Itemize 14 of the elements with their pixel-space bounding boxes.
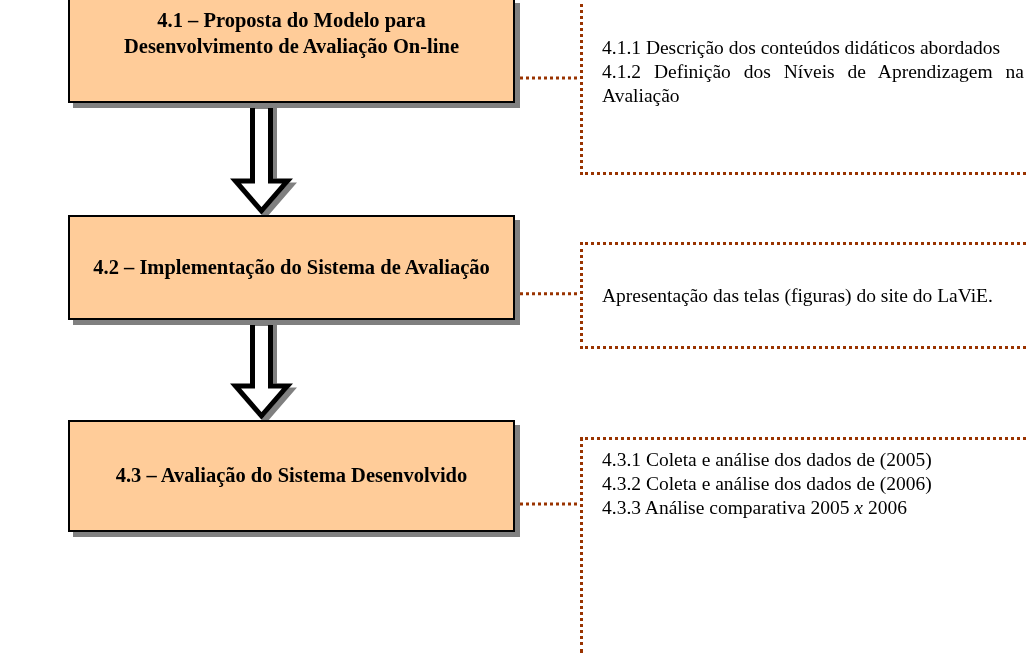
note-text: 4.3.1 Coleta e análise dos dados de (2005) — [602, 448, 933, 472]
dotted-connector — [520, 292, 580, 296]
note-bracket — [580, 242, 1026, 349]
note-text: 4.1.1 Descrição dos conteúdos didáticos abordados — [602, 36, 1002, 60]
note-text: 4.1.2 Definição dos Níveis de Aprendizagem na Avaliação — [602, 60, 1025, 108]
note-text: Apresentação das telas (figuras) do site do LaViE. — [602, 283, 994, 308]
note-bracket — [580, 437, 1026, 653]
dotted-connector — [520, 76, 580, 80]
step-title: 4.3 – Avaliação do Sistema Desenvolvido — [115, 463, 468, 489]
note-text: 4.3.3 Análise comparativa 2005 x 2006 — [602, 495, 908, 520]
step-title: 4.1 – Proposta do Modelo para Desenvolvimento de Avaliação On-line — [123, 8, 460, 60]
dotted-connector — [520, 502, 580, 506]
note-text: 4.3.2 Coleta e análise dos dados de (2006) — [602, 472, 933, 496]
step-title: 4.2 – Implementação do Sistema de Avaliação — [93, 254, 490, 281]
